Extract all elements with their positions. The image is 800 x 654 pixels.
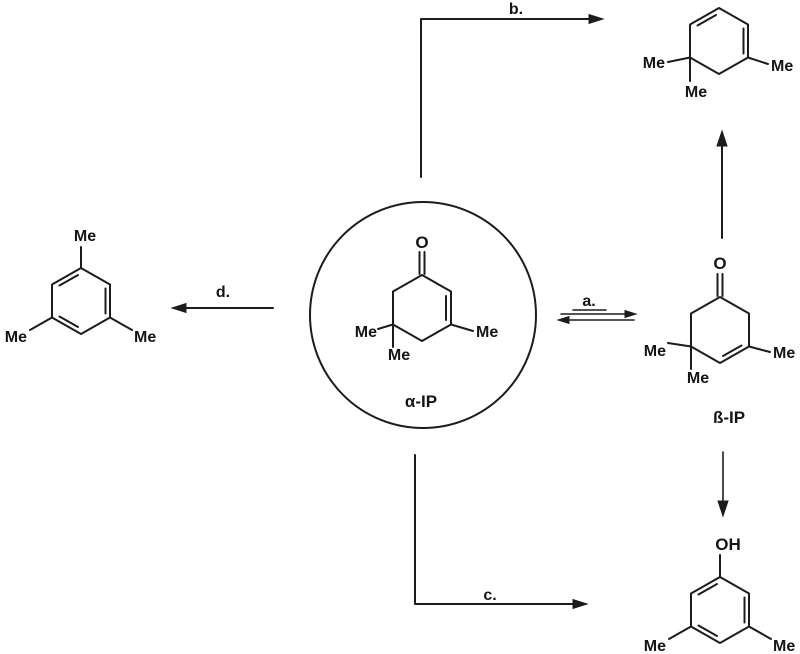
methyl-label: Me — [476, 324, 498, 341]
ring-double-bond — [58, 274, 79, 287]
methyl-label: Me — [644, 638, 666, 654]
arrowhead-up-icon — [716, 129, 728, 147]
bond-me-bottom-left — [29, 316, 53, 331]
bond-me-left — [667, 342, 692, 348]
arrowhead-left-icon — [170, 302, 187, 314]
compound-dimethylphenol: OH Me Me — [644, 535, 796, 654]
arrow-d: d. — [170, 284, 274, 314]
compound-name: α-IP — [405, 392, 437, 411]
ring — [690, 576, 750, 644]
arrow-line — [414, 454, 575, 605]
ring — [51, 267, 111, 335]
arrow-c: c. — [414, 454, 589, 610]
methyl-label: Me — [388, 347, 410, 364]
bond-me-left — [377, 323, 394, 330]
bond-me-right — [748, 345, 771, 353]
highlight-circle — [309, 201, 537, 429]
bond-me-bottom-right — [748, 625, 772, 640]
ring-double-bond — [696, 14, 717, 27]
arrowhead-right-icon — [572, 598, 589, 610]
arrowhead-left-icon — [556, 315, 570, 325]
step-label-b: b. — [509, 1, 523, 18]
step-label-c: c. — [483, 587, 496, 604]
arrow-betaip-to-phenol — [717, 451, 729, 518]
bond-me-bottom-right — [109, 316, 133, 331]
step-label-d: d. — [216, 284, 230, 301]
arrow-a: a. — [556, 293, 638, 325]
methyl-label: Me — [643, 55, 665, 72]
methyl-label: Me — [355, 324, 377, 341]
ring-double-bond — [722, 344, 743, 357]
ring-double-bond — [697, 624, 718, 637]
arrowhead-right-icon — [588, 13, 605, 25]
methyl-label: Me — [134, 329, 156, 346]
arrowhead-down-icon — [717, 500, 729, 518]
ring-double-bond — [697, 583, 718, 596]
methyl-label: Me — [5, 329, 27, 346]
compound-beta-ip: O Me Me Me ß-IP — [644, 254, 796, 427]
ring-double-bond — [58, 315, 79, 328]
compound-mesitylene: Me Me Me — [5, 228, 157, 346]
compound-alpha-ip: O Me Me Me α-IP — [309, 201, 537, 429]
methyl-label: Me — [685, 84, 707, 101]
methyl-label: Me — [74, 228, 96, 245]
hydroxyl-label: OH — [715, 535, 741, 554]
ring — [689, 7, 749, 75]
oxygen-label: O — [713, 254, 726, 273]
methyl-label: Me — [771, 58, 793, 75]
compound-cyclohexadiene: Me Me Me — [643, 7, 793, 101]
ring — [392, 274, 452, 342]
oxygen-label: O — [415, 233, 428, 252]
step-label-a: a. — [582, 293, 595, 310]
arrow-line — [420, 18, 591, 178]
arrowhead-right-icon — [624, 309, 638, 319]
ring — [690, 296, 750, 364]
methyl-label: Me — [773, 638, 795, 654]
compound-name: ß-IP — [713, 408, 745, 427]
methyl-label: Me — [644, 343, 666, 360]
bond-me-right — [450, 323, 474, 332]
methyl-label: Me — [773, 345, 795, 362]
bond-me-right — [747, 56, 769, 65]
methyl-label: Me — [687, 370, 709, 387]
bond-me-bottom-left — [668, 625, 692, 640]
arrow-betaip-to-diene — [716, 129, 728, 239]
bond-me-left — [667, 56, 691, 63]
arrow-b: b. — [420, 1, 605, 178]
